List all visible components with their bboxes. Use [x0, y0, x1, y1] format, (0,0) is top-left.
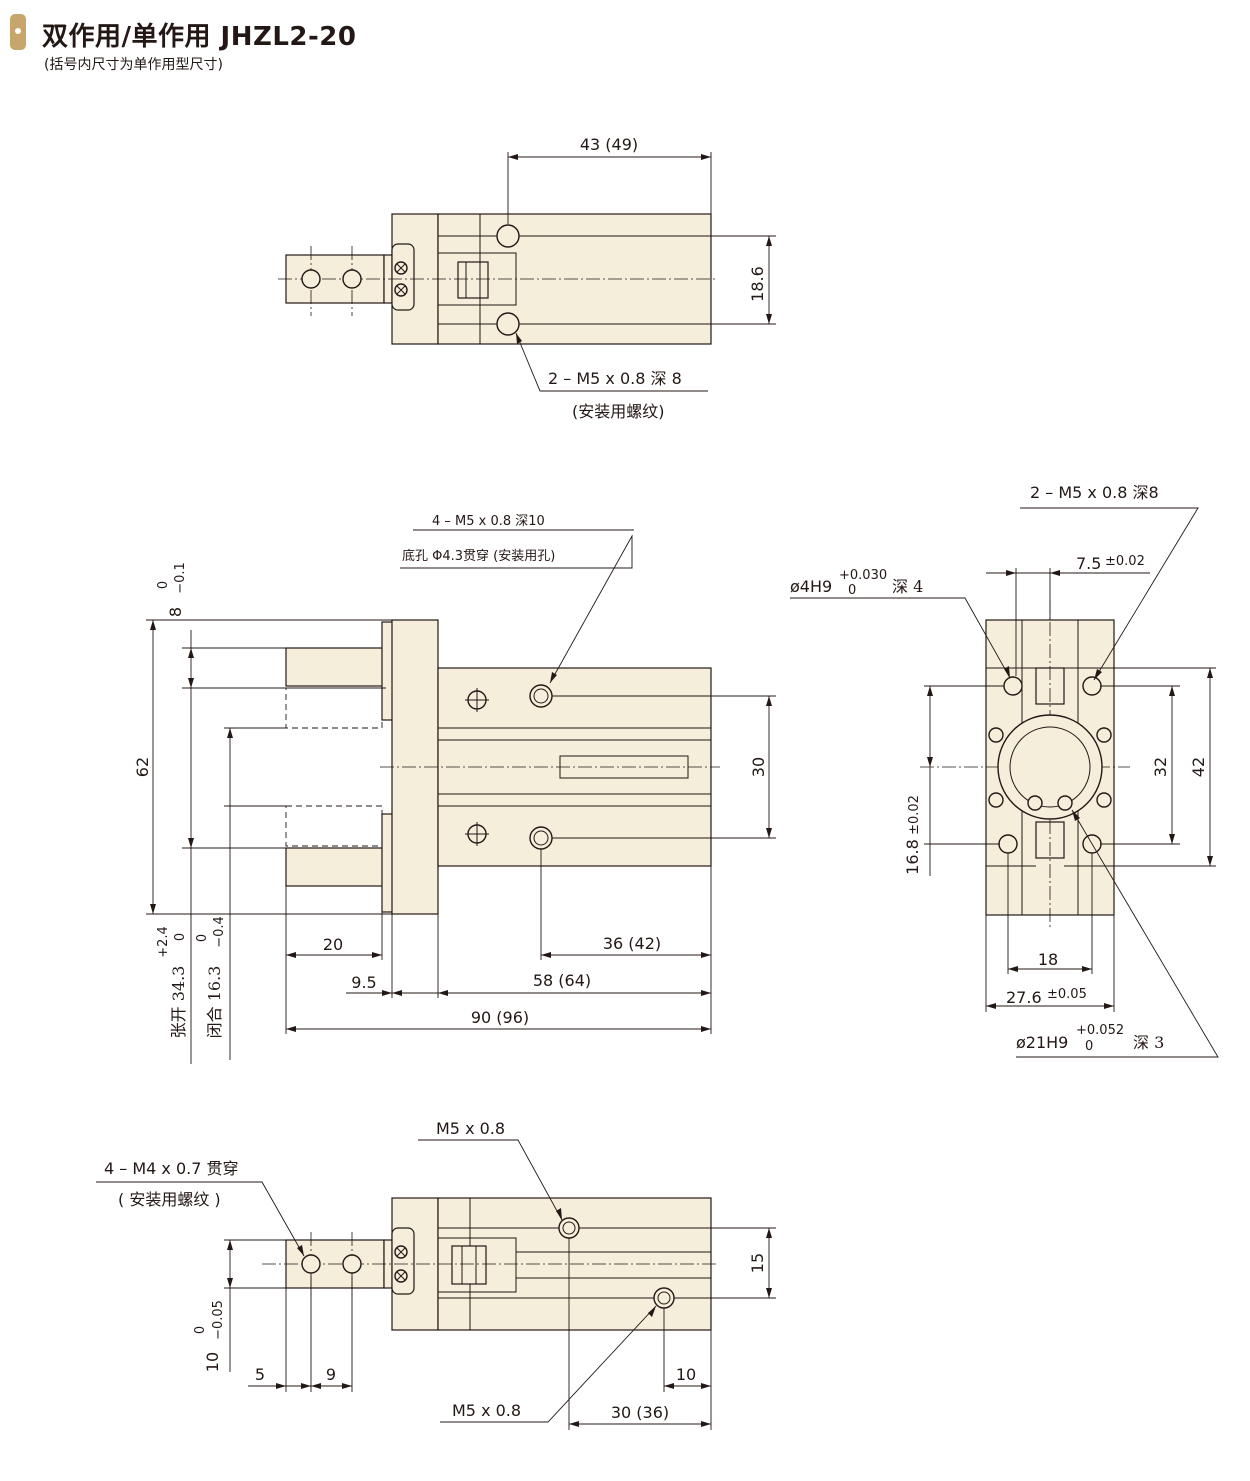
bottom-view-port-bottom: M5 x 0.8 [452, 1401, 521, 1420]
side-view-bore [997, 714, 1103, 820]
front-view-hole-offset-dim: 36 (42) [603, 934, 661, 953]
bottom-view-dim-9: 9 [326, 1365, 336, 1384]
side-view-bore-label: ø21H9 [1016, 1033, 1068, 1052]
bottom-view-jaw-dim: 10 [203, 1352, 222, 1372]
front-view-finger-dim: 20 [323, 935, 343, 954]
top-view-length-dim: 43 (49) [580, 135, 638, 154]
bottom-view-port-top: M5 x 0.8 [436, 1119, 505, 1138]
side-view-pin-tol-lower: 0 [848, 583, 856, 598]
bottom-view-dim-30: 30 (36) [611, 1403, 669, 1422]
side-view-vertical-tol: ±0.02 [907, 795, 922, 835]
side-view-bore-tol-lower: 0 [1085, 1039, 1093, 1054]
top-view-pitch-dim: 18.6 [748, 266, 767, 302]
front-view-thread-hole [529, 684, 553, 708]
bottom-view-dim-10: 10 [676, 1365, 696, 1384]
side-view-pin-hole-label: ø4H9 [790, 577, 832, 596]
top-view-purpose-note: (安装用螺纹) [572, 402, 665, 421]
side-view-vertical-dim: 16.8 [903, 839, 922, 875]
front-view-close-tol-lower: −0.4 [212, 916, 227, 948]
bottom-view-port [653, 1287, 675, 1309]
front-view-jaw-tol-lower: −0.1 [173, 562, 188, 594]
bottom-view [96, 1139, 776, 1430]
top-view-mount-hole [301, 269, 321, 289]
side-view-dim-18: 18 [1038, 950, 1058, 969]
bottom-view-purpose-note: ( 安装用螺纹 ) [118, 1190, 221, 1209]
front-view-finger-lower [285, 847, 384, 887]
side-view-offset-tol: ±0.02 [1105, 554, 1145, 569]
top-view-thread-note: 2 – M5 x 0.8 深 8 [548, 369, 682, 388]
side-view-dim-32: 32 [1151, 757, 1170, 777]
bottom-view-port [558, 1217, 580, 1239]
bottom-view-mount-hole [301, 1254, 321, 1274]
side-view-bore-depth: 深 3 [1133, 1033, 1164, 1052]
front-view-pitch-dim: 30 [749, 757, 768, 777]
front-view-body-dim: 58 (64) [533, 971, 591, 990]
front-view-thread-note: 4 – M5 x 0.8 深10 [432, 514, 545, 529]
front-view-finger-upper [285, 647, 384, 687]
side-view-dim-27-tol: ±0.05 [1047, 987, 1087, 1002]
front-view-total-dim: 90 (96) [471, 1008, 529, 1027]
front-view-hole-note: 底孔 Φ4.3贯穿 (安装用孔) [402, 548, 555, 564]
front-view-close-dim: 闭合 16.3 [205, 966, 224, 1039]
header-marker [10, 14, 26, 50]
front-view-open-dim: 张开 34.3 [169, 966, 188, 1039]
top-view-mount-hole [342, 269, 362, 289]
front-view-height-dim: 62 [133, 757, 152, 777]
side-view-dim-42: 42 [1189, 757, 1208, 777]
side-view-offset-dim: 7.5 [1076, 554, 1101, 573]
bottom-view-port-pitch-dim: 15 [748, 1253, 767, 1273]
bottom-view-jaw-tol-lower: −0.05 [211, 1300, 226, 1340]
front-view-jaw-dim: 8 [166, 607, 185, 617]
top-view [278, 152, 776, 392]
bottom-view-dim-5: 5 [255, 1365, 265, 1384]
side-view [790, 507, 1219, 1058]
front-view-thread-hole [529, 826, 553, 850]
front-view-open-tol-lower: 0 [173, 933, 188, 941]
side-view-bore-tol-upper: +0.052 [1076, 1023, 1124, 1038]
side-view-pin-tol-upper: +0.030 [839, 568, 887, 583]
side-view-pin-depth: 深 4 [892, 577, 923, 596]
side-view-pin-hole [1003, 676, 1023, 696]
front-view-open-tol-upper: +2.4 [156, 926, 171, 958]
page-title: 双作用/单作用 JHZL2-20 [42, 22, 357, 52]
front-view-close-tol-upper: 0 [195, 934, 210, 942]
side-view-thread-hole [1082, 676, 1102, 696]
bottom-view-thread-note: 4 – M4 x 0.7 贯穿 [104, 1159, 239, 1178]
top-view-thread-hole [496, 224, 520, 248]
bottom-view-mount-hole [342, 1254, 362, 1274]
front-view-jaw-tol-upper: 0 [156, 581, 171, 589]
page-subtitle: (括号内尺寸为单作用型尺寸) [44, 57, 223, 73]
side-view-dim-27: 27.6 [1006, 988, 1042, 1007]
side-view-thread-note: 2 – M5 x 0.8 深8 [1030, 483, 1159, 502]
front-view-flange-dim: 9.5 [351, 973, 376, 992]
top-view-thread-hole [496, 312, 520, 336]
bottom-view-jaw-tol-upper: 0 [193, 1326, 208, 1334]
front-view [146, 529, 776, 1064]
